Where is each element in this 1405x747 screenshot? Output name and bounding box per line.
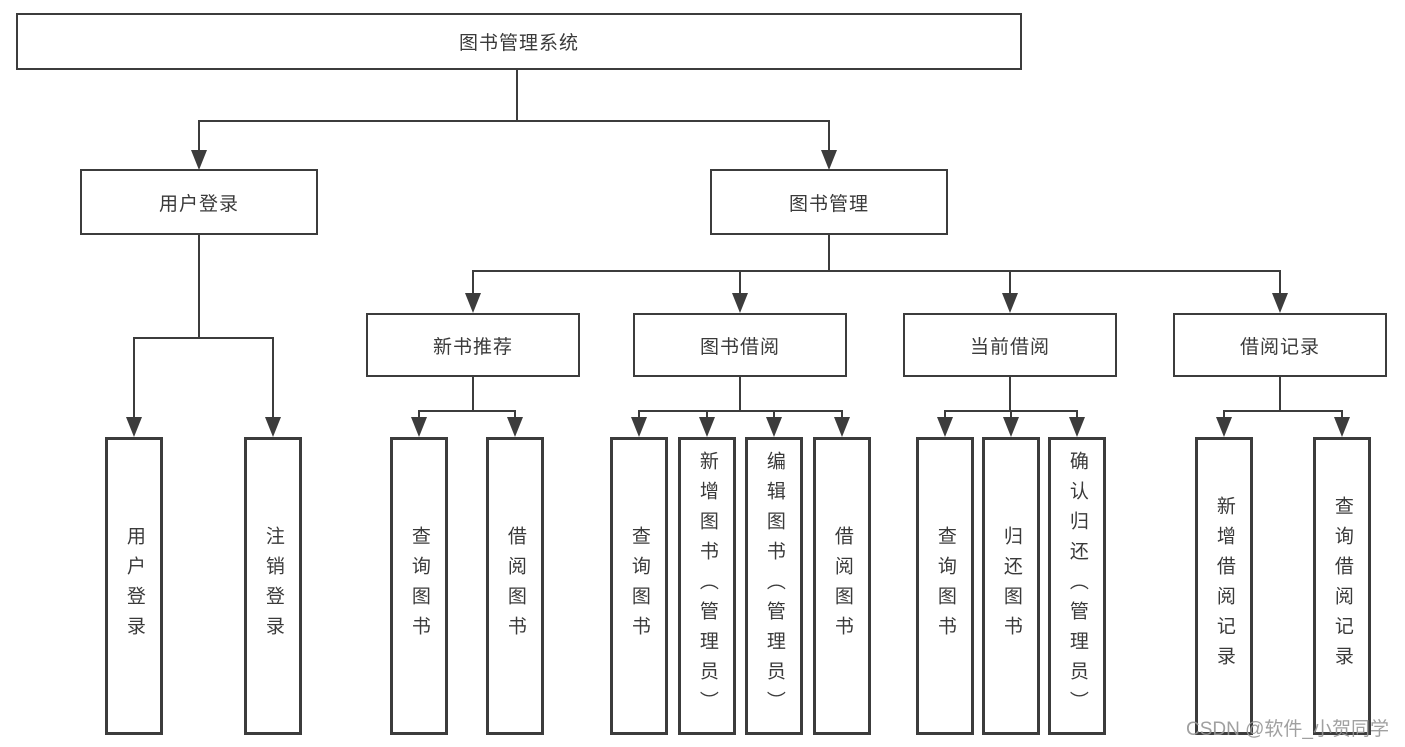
- connector-line-vertical: [773, 410, 775, 419]
- connector-line-vertical: [1009, 270, 1011, 295]
- connector-line-vertical: [944, 410, 946, 419]
- leaf-query-books-recommend-label: 查询图书: [408, 526, 430, 646]
- arrowhead-icon: [265, 417, 281, 437]
- connector-line-horizontal: [1223, 410, 1343, 412]
- connector-line-vertical: [828, 120, 830, 154]
- leaf-query-borrow-record-label: 查询借阅记录: [1331, 496, 1353, 676]
- node-borrowing-records-label: 借阅记录: [1239, 336, 1320, 358]
- leaf-logout: 注销登录: [244, 437, 302, 735]
- arrowhead-icon: [732, 293, 748, 313]
- node-new-book-recommend-label: 新书推荐: [432, 336, 513, 358]
- connector-line-vertical: [828, 234, 830, 270]
- arrowhead-icon: [1069, 417, 1085, 437]
- node-new-book-recommend: 新书推荐: [366, 313, 580, 377]
- watermark: CSDN @软件_小贺同学: [1186, 719, 1389, 740]
- leaf-confirm-return-admin: 确认归还（管理员）: [1048, 437, 1106, 735]
- leaf-borrow-books-borrowing-label: 借阅图书: [831, 526, 853, 646]
- connector-line-vertical: [1279, 377, 1281, 410]
- node-borrowing-records: 借阅记录: [1173, 313, 1387, 377]
- leaf-logout-label: 注销登录: [262, 526, 284, 646]
- node-book-borrowing-label: 图书借阅: [699, 336, 780, 358]
- node-book-management-label: 图书管理: [788, 193, 869, 215]
- arrowhead-icon: [821, 150, 837, 170]
- connector-line-vertical: [514, 410, 516, 419]
- node-current-borrowing-label: 当前借阅: [969, 336, 1050, 358]
- node-user-login: 用户登录: [80, 169, 318, 235]
- leaf-user-login-label: 用户登录: [123, 526, 145, 646]
- root-node-label: 图书管理系统: [458, 33, 579, 54]
- connector-line-vertical: [706, 410, 708, 419]
- leaf-return-books: 归还图书: [982, 437, 1040, 735]
- connector-line-vertical: [638, 410, 640, 419]
- arrowhead-icon: [1216, 417, 1232, 437]
- leaf-add-borrow-record: 新增借阅记录: [1195, 437, 1253, 735]
- connector-line-vertical: [739, 377, 741, 410]
- arrowhead-icon: [834, 417, 850, 437]
- leaf-user-login: 用户登录: [105, 437, 163, 735]
- root-node: 图书管理系统: [16, 13, 1022, 70]
- connector-line-horizontal: [418, 410, 516, 412]
- connector-line-horizontal: [638, 410, 843, 412]
- leaf-query-books-borrowing: 查询图书: [610, 437, 668, 735]
- leaf-add-books-admin: 新增图书（管理员）: [678, 437, 736, 735]
- leaf-edit-books-admin-label: 编辑图书（管理员）: [763, 451, 785, 721]
- connector-line-vertical: [841, 410, 843, 419]
- connector-line-vertical: [1223, 410, 1225, 419]
- arrowhead-icon: [191, 150, 207, 170]
- arrowhead-icon: [766, 417, 782, 437]
- arrowhead-icon: [1003, 417, 1019, 437]
- leaf-borrow-books-recommend: 借阅图书: [486, 437, 544, 735]
- connector-line-vertical: [198, 120, 200, 154]
- leaf-query-borrow-record: 查询借阅记录: [1313, 437, 1371, 735]
- leaf-query-books-current-label: 查询图书: [934, 526, 956, 646]
- connector-line-horizontal: [133, 337, 274, 339]
- connector-line-vertical: [272, 337, 274, 419]
- leaf-query-books-borrowing-label: 查询图书: [628, 526, 650, 646]
- node-book-borrowing: 图书借阅: [633, 313, 847, 377]
- node-book-management: 图书管理: [710, 169, 948, 235]
- leaf-query-books-recommend: 查询图书: [390, 437, 448, 735]
- arrowhead-icon: [699, 417, 715, 437]
- connector-line-vertical: [198, 234, 200, 337]
- arrowhead-icon: [465, 293, 481, 313]
- connector-line-vertical: [418, 410, 420, 419]
- connector-line-vertical: [739, 270, 741, 295]
- leaf-borrow-books-recommend-label: 借阅图书: [504, 526, 526, 646]
- connector-line-vertical: [1341, 410, 1343, 419]
- arrowhead-icon: [937, 417, 953, 437]
- leaf-borrow-books-borrowing: 借阅图书: [813, 437, 871, 735]
- connector-line-vertical: [472, 377, 474, 410]
- connector-line-vertical: [1279, 270, 1281, 295]
- leaf-add-borrow-record-label: 新增借阅记录: [1213, 496, 1235, 676]
- leaf-return-books-label: 归还图书: [1000, 526, 1022, 646]
- node-user-login-label: 用户登录: [158, 193, 239, 215]
- connector-line-horizontal: [472, 270, 1281, 272]
- leaf-add-books-admin-label: 新增图书（管理员）: [696, 451, 718, 721]
- arrowhead-icon: [126, 417, 142, 437]
- leaf-confirm-return-admin-label: 确认归还（管理员）: [1066, 451, 1088, 721]
- connector-line-vertical: [1009, 377, 1011, 410]
- arrowhead-icon: [1002, 293, 1018, 313]
- connector-line-vertical: [1010, 410, 1012, 419]
- connector-line-horizontal: [944, 410, 1078, 412]
- arrowhead-icon: [411, 417, 427, 437]
- node-current-borrowing: 当前借阅: [903, 313, 1117, 377]
- connector-line-vertical: [516, 70, 518, 120]
- connector-line-vertical: [133, 337, 135, 419]
- leaf-edit-books-admin: 编辑图书（管理员）: [745, 437, 803, 735]
- connector-line-horizontal: [198, 120, 830, 122]
- arrowhead-icon: [631, 417, 647, 437]
- connector-line-vertical: [1076, 410, 1078, 419]
- leaf-query-books-current: 查询图书: [916, 437, 974, 735]
- connector-line-vertical: [472, 270, 474, 295]
- arrowhead-icon: [507, 417, 523, 437]
- arrowhead-icon: [1272, 293, 1288, 313]
- arrowhead-icon: [1334, 417, 1350, 437]
